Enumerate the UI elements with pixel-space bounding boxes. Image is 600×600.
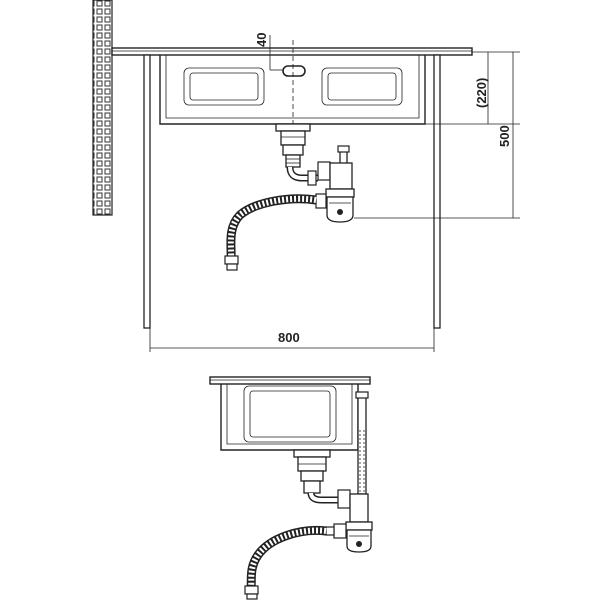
- dimension-40-label: 40: [254, 33, 269, 47]
- side-view-strainer-icon: [293, 449, 331, 494]
- side-view-bowl: [220, 384, 359, 451]
- cabinet-walls: [143, 54, 441, 329]
- dimension-800: 800: [149, 328, 435, 352]
- side-view-flexible-hose-icon: [244, 525, 327, 600]
- dimension-220-label: (220): [474, 78, 489, 108]
- side-view: [209, 376, 373, 600]
- side-view-bottle-trap-icon: [325, 493, 373, 553]
- dimension-800-label: 800: [278, 330, 300, 345]
- sink-bowl: [159, 55, 426, 125]
- strainer-icon: [275, 123, 311, 168]
- brick-wall-hatch-icon: [92, 0, 113, 216]
- overflow-slot: [282, 65, 306, 77]
- dimension-220: (220): [474, 52, 489, 124]
- flexible-hose-icon: [224, 194, 317, 271]
- countertop: [111, 47, 473, 56]
- dimension-500-label: 500: [497, 125, 512, 147]
- dimension-500: 500: [497, 52, 514, 218]
- dimension-40: 40: [254, 33, 283, 71]
- front-view: 40: [92, 0, 520, 352]
- bottle-trap-icon: [315, 162, 355, 223]
